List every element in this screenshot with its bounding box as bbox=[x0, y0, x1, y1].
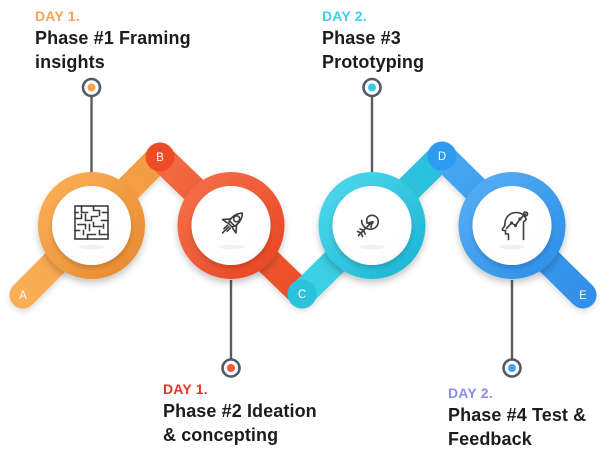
icon-reflections bbox=[78, 244, 525, 250]
phase-3-title: Phase #3 Prototyping bbox=[322, 28, 425, 72]
milestone-letter-b: B bbox=[156, 152, 164, 164]
phase-4-ring bbox=[458, 172, 566, 279]
milestone-badges: A B C D E bbox=[19, 141, 587, 309]
phase-3-label: DAY 2. Phase #3 Prototyping bbox=[322, 8, 424, 75]
milestone-letter-c: C bbox=[298, 289, 306, 301]
phase-2-day: DAY 1. bbox=[163, 381, 208, 397]
phase-1-title: Phase #1 Framing insights bbox=[35, 28, 191, 72]
connector-stems bbox=[90, 96, 514, 359]
maze-icon bbox=[74, 205, 109, 240]
milestone-letter-a: A bbox=[19, 290, 27, 302]
phase-2-title: Phase #2 Ideation & concepting bbox=[163, 401, 317, 445]
head-chart-icon bbox=[501, 211, 529, 241]
phase-2-label: DAY 1. Phase #2 Ideation & concepting bbox=[163, 381, 317, 448]
phase-1-node bbox=[52, 186, 131, 265]
phase-4-label: DAY 2. Phase #4 Test & Feedback bbox=[448, 385, 586, 452]
phase-4-day: DAY 2. bbox=[448, 385, 493, 401]
phase-3-day: DAY 2. bbox=[322, 8, 367, 24]
phase-2-ring bbox=[177, 172, 285, 279]
day-marker-dot-phase-4 bbox=[508, 364, 516, 372]
milestone-badge-b bbox=[145, 142, 175, 172]
milestone-letter-e: E bbox=[579, 290, 587, 302]
phase-1-ring bbox=[38, 172, 145, 279]
day-marker-dot-phase-1 bbox=[87, 83, 96, 92]
day-markers bbox=[81, 77, 522, 378]
phase-4-title: Phase #4 Test & Feedback bbox=[448, 405, 587, 449]
phase-4-node bbox=[472, 186, 552, 265]
phase-rings bbox=[38, 172, 566, 279]
phase-3-ring bbox=[318, 172, 426, 279]
phase-1-day: DAY 1. bbox=[35, 8, 80, 24]
target-icon bbox=[356, 214, 379, 238]
milestone-badge-d bbox=[427, 141, 457, 171]
milestone-badge-c bbox=[287, 279, 317, 309]
milestone-letter-d: D bbox=[438, 151, 446, 163]
rocket-icon bbox=[221, 212, 244, 234]
day-marker-dot-phase-3 bbox=[368, 83, 376, 92]
day-marker-dot-phase-2 bbox=[227, 364, 235, 372]
phase-1-label: DAY 1. Phase #1 Framing insights bbox=[35, 8, 191, 75]
